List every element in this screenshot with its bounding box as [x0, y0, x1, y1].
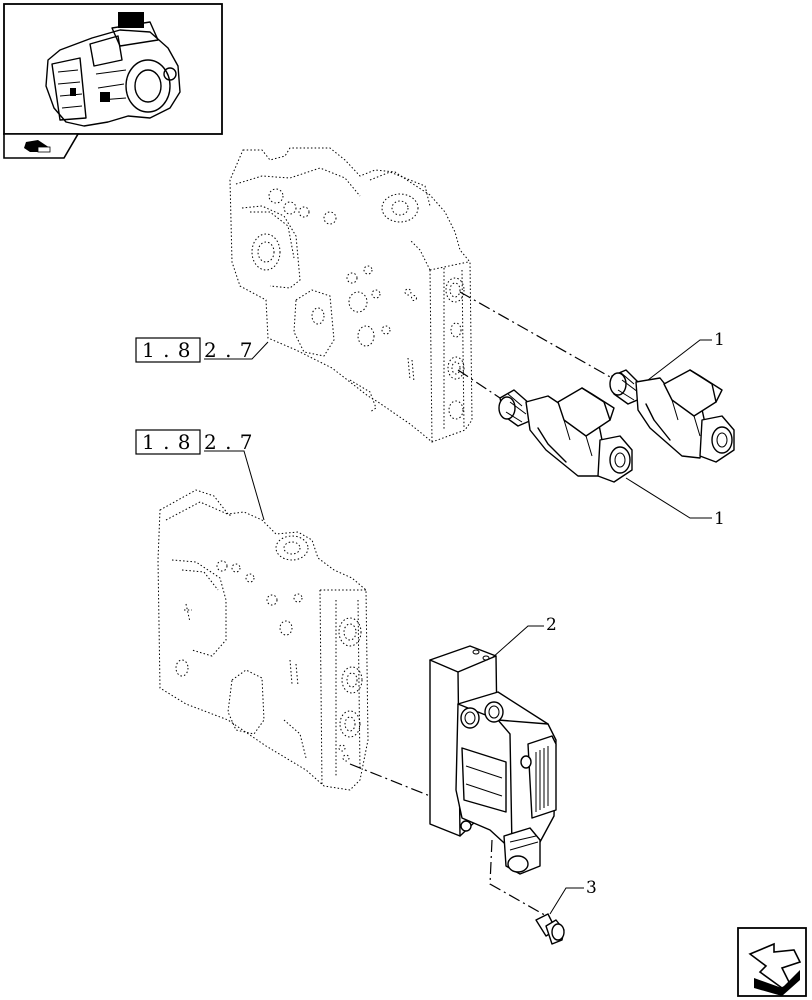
callout-1-lower: 1	[625, 477, 725, 529]
svg-text:2: 2	[546, 615, 557, 635]
alignment-lines-lower	[349, 763, 551, 919]
callout-1-upper: 1	[647, 330, 725, 381]
alignment-lines-upper	[457, 291, 613, 399]
solenoid-valve-upper	[609, 369, 735, 463]
reference-lower[interactable]: 1 . 8 2 . 7	[135, 429, 265, 521]
next-page-arrow-icon[interactable]	[737, 927, 807, 997]
page-marker-icon	[3, 133, 80, 159]
lower-valve-section	[157, 489, 369, 791]
svg-text:1: 1	[714, 509, 725, 529]
svg-text:1: 1	[714, 330, 725, 350]
svg-text:1 . 8: 1 . 8	[142, 338, 192, 362]
callout-2: 2	[491, 615, 557, 659]
callout-3: 3	[549, 878, 597, 915]
upper-valve-section	[229, 147, 473, 443]
tractor-transmission-thumbnail-icon	[45, 12, 181, 127]
svg-text:1 . 8: 1 . 8	[142, 430, 192, 454]
svg-text:2 . 7: 2 . 7	[204, 430, 254, 454]
reference-upper[interactable]: 1 . 8 2 . 7	[135, 337, 269, 363]
thumbnail-panel[interactable]	[3, 3, 223, 159]
solenoid-valve-lower	[498, 387, 633, 483]
svg-text:3: 3	[586, 878, 597, 898]
electronic-control-module	[429, 645, 557, 875]
cap-screw	[535, 913, 565, 945]
svg-text:2 . 7: 2 . 7	[204, 338, 254, 362]
